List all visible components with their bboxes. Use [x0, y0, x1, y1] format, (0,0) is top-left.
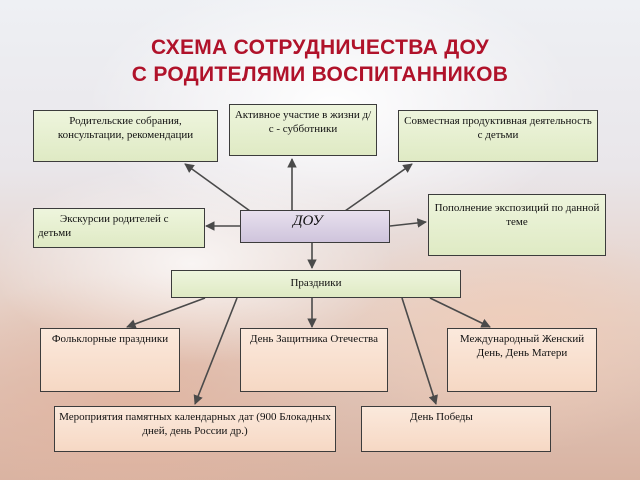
arrow-to-joint — [344, 163, 413, 212]
node-folklore: Фольклорные праздники — [40, 328, 180, 392]
arrow-to-women — [429, 297, 491, 328]
node-womens-day: Международный Женский День, День Матери — [447, 328, 597, 392]
arrow-to-victory — [401, 297, 438, 405]
arrow-to-meetings — [184, 163, 251, 212]
node-victory-day: День Победы — [361, 406, 551, 452]
node-defender-day: День Защитника Отечества — [240, 328, 388, 392]
node-dou: ДОУ — [240, 210, 390, 243]
page-title: СХЕМА СОТРУДНИЧЕСТВА ДОУ С РОДИТЕЛЯМИ ВО… — [0, 34, 640, 88]
node-active-participation: Активное участие в жизни д/с - субботник… — [229, 104, 377, 156]
node-memorial-dates: Мероприятия памятных календарных дат (90… — [54, 406, 336, 452]
title-line-2: С РОДИТЕЛЯМИ ВОСПИТАННИКОВ — [131, 63, 509, 86]
node-joint-activity: Совместная продуктивная деятельность с д… — [398, 110, 598, 162]
arrow-to-folklore — [126, 297, 206, 329]
node-holidays: Праздники — [171, 270, 461, 298]
arrow-to-memorial — [193, 297, 238, 405]
node-exposition: Пополнение экспозиций по данной теме — [428, 194, 606, 256]
arrow-to-exposition — [389, 218, 427, 228]
node-excursions: Экскурсии родителей с детьми — [33, 208, 205, 248]
node-parent-meetings: Родительские собрания, консультации, рек… — [33, 110, 218, 162]
title-line-1: СХЕМА СОТРУДНИЧЕСТВА ДОУ — [150, 36, 489, 59]
